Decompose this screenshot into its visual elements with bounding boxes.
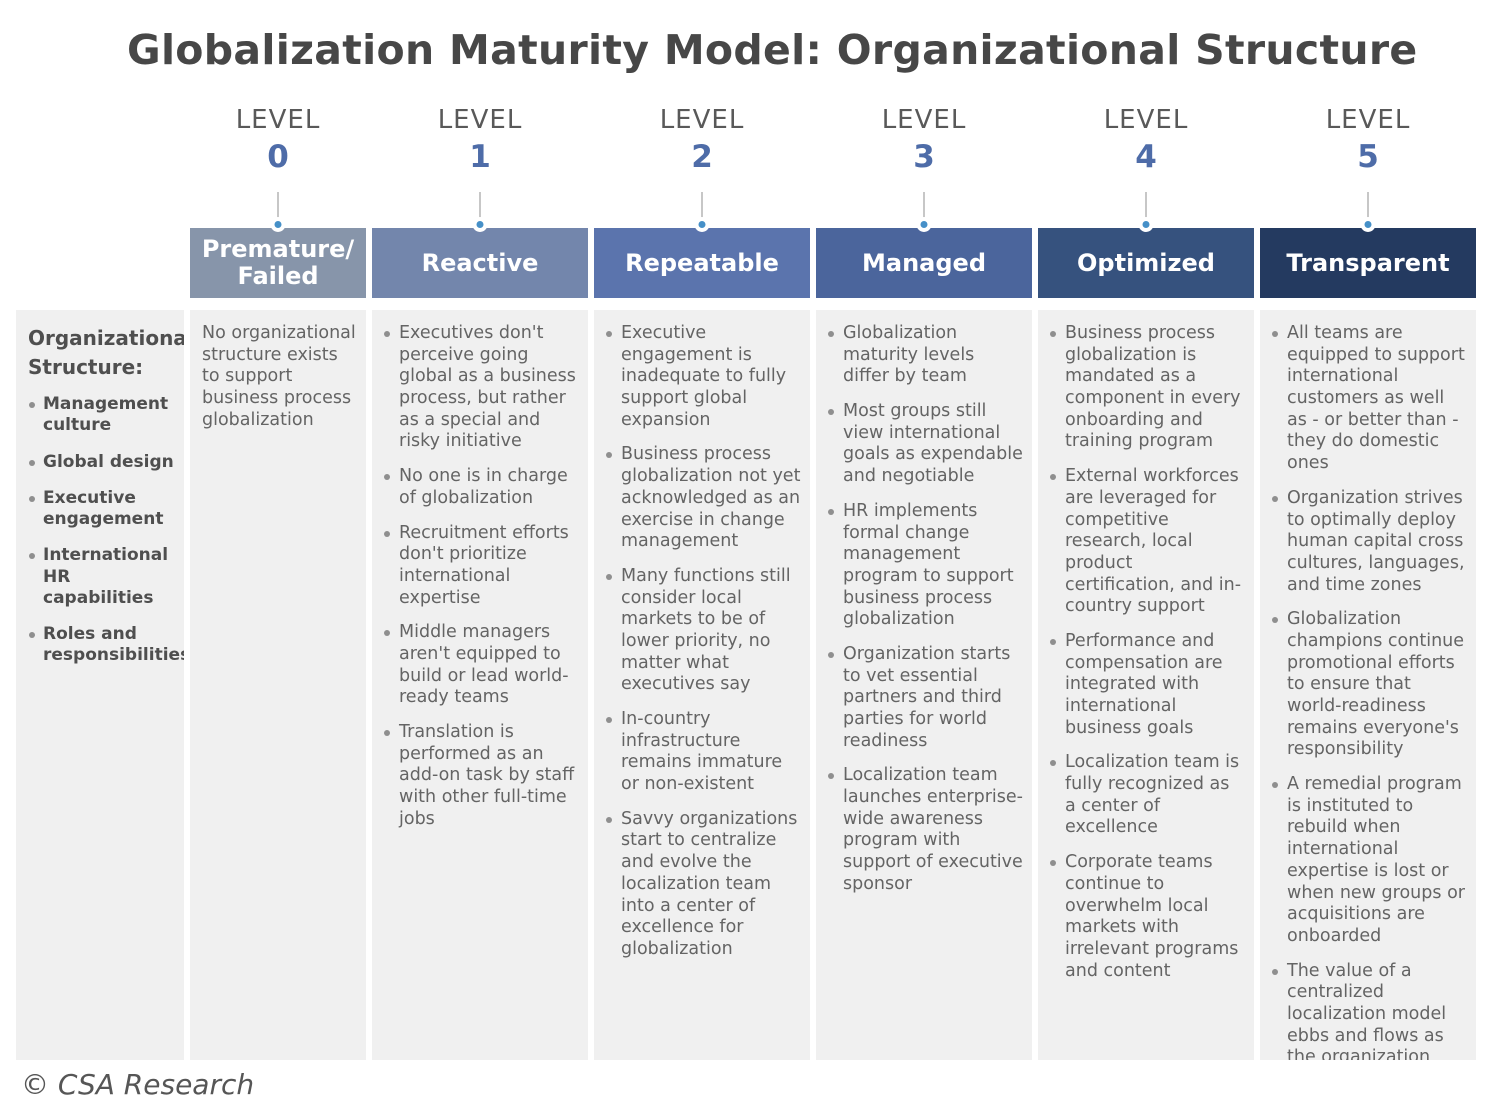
bullet-item: Recruitment efforts don't prioritize int… xyxy=(382,523,579,610)
level-word-label: LEVEL xyxy=(881,105,967,135)
level-item-list: No organizational structure exists to su… xyxy=(200,323,357,431)
connector-line xyxy=(923,192,925,228)
level-marker-dot xyxy=(1138,217,1154,232)
bullet-item: Executive engagement is inadequate to fu… xyxy=(604,323,801,431)
level-head-5: LEVEL 5 xyxy=(1260,100,1476,228)
level-item-list: Executives don't perceive going global a… xyxy=(382,323,579,830)
connector-line xyxy=(277,192,279,228)
level-name: Managed xyxy=(862,248,986,277)
level-item-list: All teams are equipped to support intern… xyxy=(1270,323,1467,1060)
level-marker-dot xyxy=(694,217,710,232)
level-marker-dot xyxy=(916,217,932,232)
connector-line xyxy=(1367,192,1369,228)
bullet-item: All teams are equipped to support intern… xyxy=(1270,323,1467,475)
level-marker-dot xyxy=(472,217,488,232)
bullet-item: International HR capabilities xyxy=(28,545,178,609)
bullet-item: A remedial program is instituted to rebu… xyxy=(1270,774,1467,948)
bullet-item: Organization starts to vet essential par… xyxy=(826,644,1023,752)
bullet-item: Executive engagement xyxy=(28,488,178,531)
level-header-5: Transparent xyxy=(1260,217,1476,298)
level-name: Premature/ Failed xyxy=(201,235,355,290)
level-name: Reactive xyxy=(421,248,539,277)
bullet-item: The value of a centralized localization … xyxy=(1270,961,1467,1060)
level-item-list: Business process globalization is mandat… xyxy=(1048,323,1245,982)
head-row-spacer xyxy=(16,100,184,228)
level-head-0: LEVEL 0 xyxy=(190,100,366,228)
connector-line xyxy=(479,192,481,228)
level-number: 5 xyxy=(1357,138,1379,175)
bullet-item: Savvy organizations start to centralize … xyxy=(604,809,801,961)
bullet-item: Executives don't perceive going global a… xyxy=(382,323,579,453)
connector-line xyxy=(701,192,703,228)
level-name: Optimized xyxy=(1077,248,1215,277)
level-word-label: LEVEL xyxy=(437,105,523,135)
bullet-item: In-country infrastructure remains immatu… xyxy=(604,709,801,796)
level-body-2: Executive engagement is inadequate to fu… xyxy=(594,310,810,1060)
level-head-3: LEVEL 3 xyxy=(816,100,1032,228)
level-item-list: Globalization maturity levels differ by … xyxy=(826,323,1023,896)
level-number: 1 xyxy=(469,138,491,175)
level-header-2: Repeatable xyxy=(594,217,810,298)
bullet-item: Translation is performed as an add-on ta… xyxy=(382,722,579,830)
bullet-item: Globalization champions continue promoti… xyxy=(1270,609,1467,761)
level-head-4: LEVEL 4 xyxy=(1038,100,1254,228)
bullet-item: Roles and responsibilities xyxy=(28,624,184,667)
bullet-item: Performance and compensation are integra… xyxy=(1048,631,1245,739)
level-word-label: LEVEL xyxy=(1103,105,1189,135)
level-number: 0 xyxy=(267,138,289,175)
level-name: Transparent xyxy=(1286,248,1450,277)
level-number: 3 xyxy=(913,138,935,175)
bullet-item: HR implements formal change management p… xyxy=(826,501,1023,631)
level-body-4: Business process globalization is mandat… xyxy=(1038,310,1254,1060)
level-body-row: Organizational Structure: Management cul… xyxy=(16,310,1476,1060)
level-header-1: Reactive xyxy=(372,217,588,298)
footer-credit: © CSA Research xyxy=(21,1068,255,1101)
page-title: Globalization Maturity Model: Organizati… xyxy=(127,26,1418,74)
level-header-0: Premature/ Failed xyxy=(190,217,366,298)
header-row-spacer xyxy=(16,228,184,298)
bullet-item: Management culture xyxy=(28,394,178,437)
bullet-item: Localization team is fully recognized as… xyxy=(1048,752,1245,839)
level-head-1: LEVEL 1 xyxy=(372,100,588,228)
level-body-0: No organizational structure exists to su… xyxy=(190,310,366,1060)
level-body-5: All teams are equipped to support intern… xyxy=(1260,310,1476,1060)
level-header-row: Premature/ Failed Reactive Repeatable Ma… xyxy=(16,217,1476,298)
bullet-item: Organization strives to optimally deploy… xyxy=(1270,488,1467,596)
level-name: Repeatable xyxy=(625,248,779,277)
bullet-item: Many functions still consider local mark… xyxy=(604,566,801,696)
bullet-item: Corporate teams continue to overwhelm lo… xyxy=(1048,852,1245,982)
bullet-item: Most groups still view international goa… xyxy=(826,401,1023,488)
connector-line xyxy=(1145,192,1147,228)
level-header-3: Managed xyxy=(816,217,1032,298)
sidebar: Organizational Structure: Management cul… xyxy=(16,310,184,1060)
level-marker-dot xyxy=(1360,217,1376,232)
bullet-item: No one is in charge of globalization xyxy=(382,466,579,509)
level-number: 4 xyxy=(1135,138,1157,175)
level-word-label: LEVEL xyxy=(1325,105,1411,135)
bullet-item: Business process globalization not yet a… xyxy=(604,444,801,552)
level-head-2: LEVEL 2 xyxy=(594,100,810,228)
bullet-item: Business process globalization is mandat… xyxy=(1048,323,1245,453)
levels-grid: LEVEL 0 LEVEL 1 LEVEL 2 LEVEL 3 LEVEL xyxy=(16,100,1476,1060)
bullet-item: No organizational structure exists to su… xyxy=(202,323,356,430)
level-body-3: Globalization maturity levels differ by … xyxy=(816,310,1032,1060)
sidebar-heading: Organizational Structure: xyxy=(28,326,184,379)
bullet-item: External workforces are leveraged for co… xyxy=(1048,466,1245,618)
level-item-list: Executive engagement is inadequate to fu… xyxy=(604,323,801,961)
bullet-item: Global design xyxy=(28,452,178,473)
level-word-label: LEVEL xyxy=(235,105,321,135)
level-marker-dot xyxy=(270,217,286,232)
bullet-item: Middle managers aren't equipped to build… xyxy=(382,622,579,709)
level-word-label: LEVEL xyxy=(659,105,745,135)
level-head-row: LEVEL 0 LEVEL 1 LEVEL 2 LEVEL 3 LEVEL xyxy=(16,100,1476,228)
bullet-item: Globalization maturity levels differ by … xyxy=(826,323,1023,388)
level-number: 2 xyxy=(691,138,713,175)
bullet-item: Localization team launches enterprise-wi… xyxy=(826,765,1023,895)
level-header-4: Optimized xyxy=(1038,217,1254,298)
level-body-1: Executives don't perceive going global a… xyxy=(372,310,588,1060)
